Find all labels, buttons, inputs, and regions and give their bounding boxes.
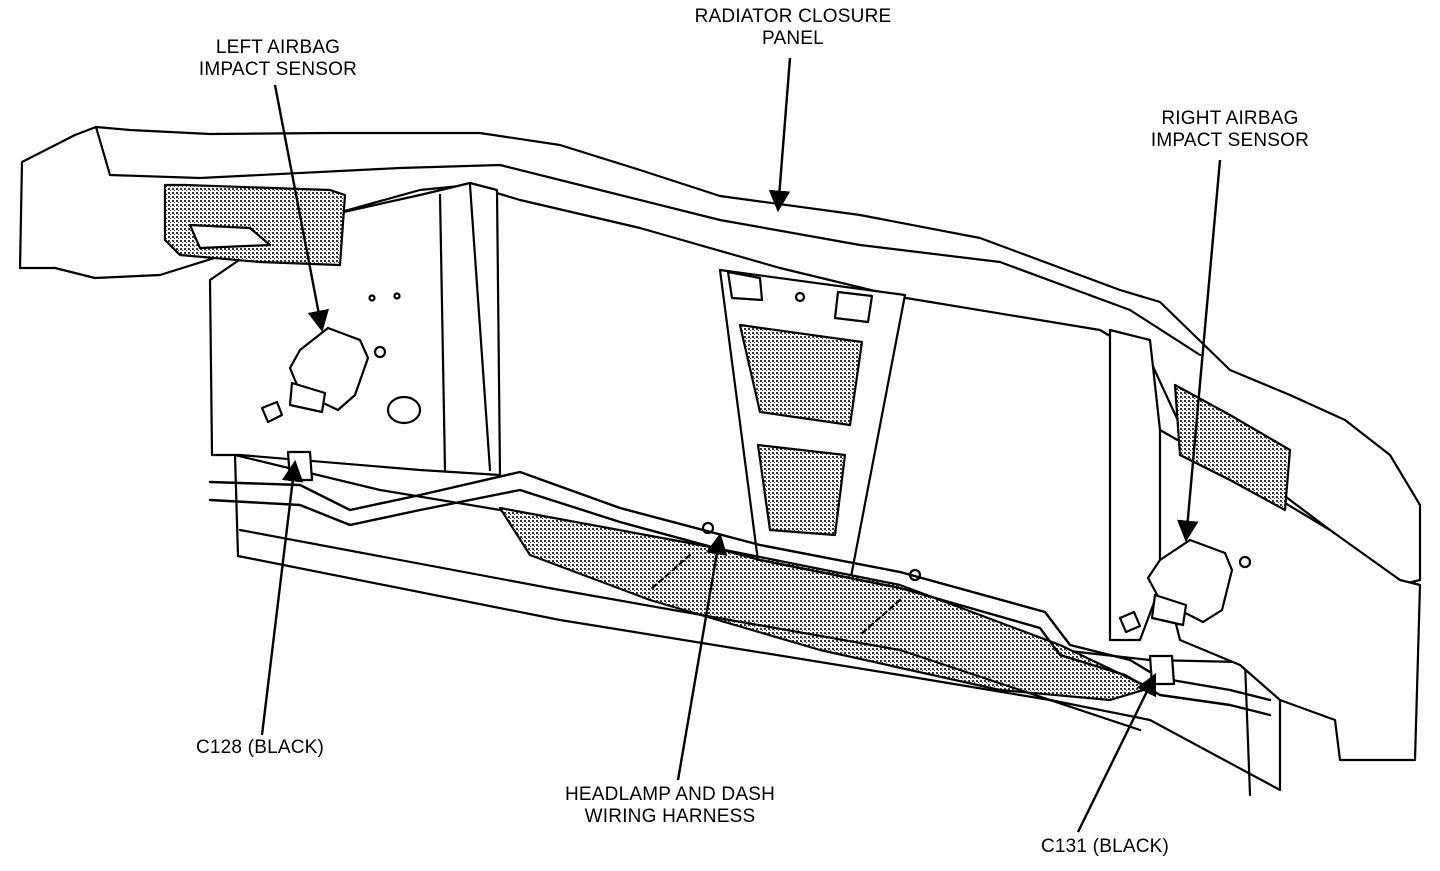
label-left-airbag-sensor: LEFT AIRBAG IMPACT SENSOR <box>198 37 358 80</box>
leader-radiator-closure <box>768 57 792 213</box>
leader-right-sensor <box>1176 159 1222 543</box>
tie-bar-channel <box>498 506 1152 702</box>
label-headlamp-harness: HEADLAMP AND DASH WIRING HARNESS <box>565 784 775 827</box>
label-c128: C128 (BLACK) <box>195 737 325 758</box>
leader-c128 <box>260 459 304 736</box>
center-brace <box>718 268 907 584</box>
label-radiator-closure-panel: RADIATOR CLOSURE PANEL <box>694 6 892 49</box>
right-fender-area <box>1158 428 1422 762</box>
leader-left-sensor <box>273 84 329 333</box>
leader-harness <box>676 532 728 781</box>
leader-c131 <box>1076 673 1157 833</box>
label-c131: C131 (BLACK) <box>1040 836 1170 857</box>
c128-connector <box>286 450 314 482</box>
label-right-airbag-sensor: RIGHT AIRBAG IMPACT SENSOR <box>1150 108 1310 151</box>
